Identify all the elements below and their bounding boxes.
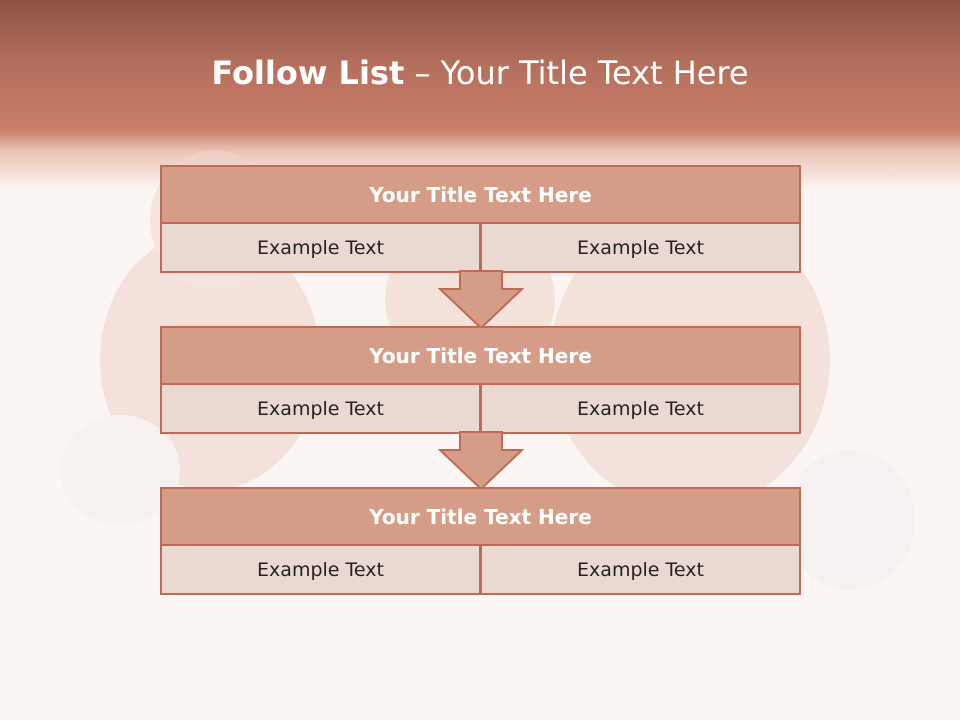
step-right-cell: Example Text [480, 222, 801, 273]
step-right-cell: Example Text [480, 383, 801, 434]
slide-title: Follow List – Your Title Text Here [0, 54, 960, 92]
step-title: Your Title Text Here [160, 487, 801, 546]
step-left-cell: Example Text [160, 383, 481, 434]
step-block-2: Your Title Text Here Example Text Exampl… [160, 326, 801, 434]
step-block-3: Your Title Text Here Example Text Exampl… [160, 487, 801, 595]
step-block-1: Your Title Text Here Example Text Exampl… [160, 165, 801, 273]
step-title: Your Title Text Here [160, 165, 801, 224]
down-arrow-icon [438, 431, 524, 491]
slide-header-band [0, 0, 960, 190]
step-title: Your Title Text Here [160, 326, 801, 385]
step-left-cell: Example Text [160, 222, 481, 273]
step-right-cell: Example Text [480, 544, 801, 595]
title-bold-part: Follow List [211, 54, 405, 92]
down-arrow-icon [438, 270, 524, 330]
step-left-cell: Example Text [160, 544, 481, 595]
title-rest-part: – Your Title Text Here [404, 54, 749, 92]
